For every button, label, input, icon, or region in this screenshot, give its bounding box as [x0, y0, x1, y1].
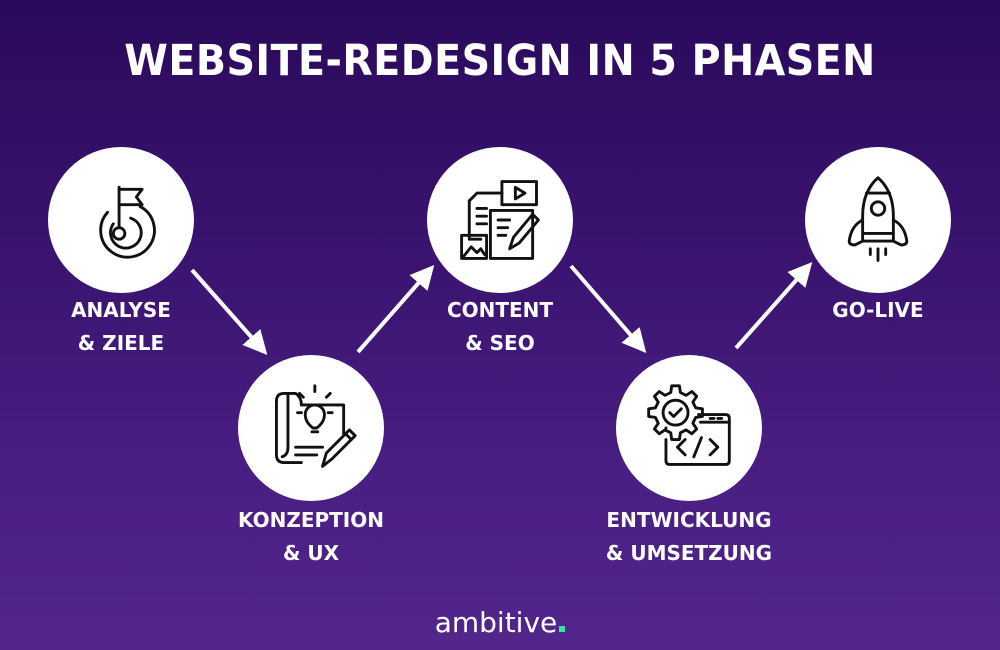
arrow-2-to-3: [356, 264, 435, 354]
phase-1-circle: [48, 147, 194, 293]
phase-2-label: KONZEPTION & UX: [238, 508, 384, 565]
phase-3-circle: [427, 147, 573, 293]
documents-video-pencil-icon: [460, 180, 540, 260]
rocket-icon: [847, 176, 909, 262]
brand-logo: ambitive: [0, 606, 1000, 639]
arrow-3-to-4: [569, 264, 647, 354]
brand-logo-dot: [559, 626, 566, 632]
gear-code-window-icon: [647, 384, 731, 466]
phase-2-circle: [238, 355, 384, 501]
phase-5-label: GO-LIVE: [832, 298, 924, 322]
phase-4-label: ENTWICKLUNG & UMSETZUNG: [605, 508, 773, 565]
phase-1-label: ANALYSE & ZIELE: [71, 298, 171, 355]
page-title: WEBSITE-REDESIGN IN 5 PHASEN: [124, 36, 876, 86]
phase-5-circle: [805, 147, 951, 293]
arrow-4-to-5: [734, 262, 813, 350]
phase-4-circle: [616, 355, 762, 501]
arrow-1-to-2: [190, 268, 268, 355]
brand-logo-text: ambitive: [434, 606, 558, 639]
phase-3-label: CONTENT & SEO: [446, 298, 554, 355]
target-flag-icon: [99, 185, 156, 259]
blueprint-lightbulb-pencil-icon: [275, 384, 357, 468]
